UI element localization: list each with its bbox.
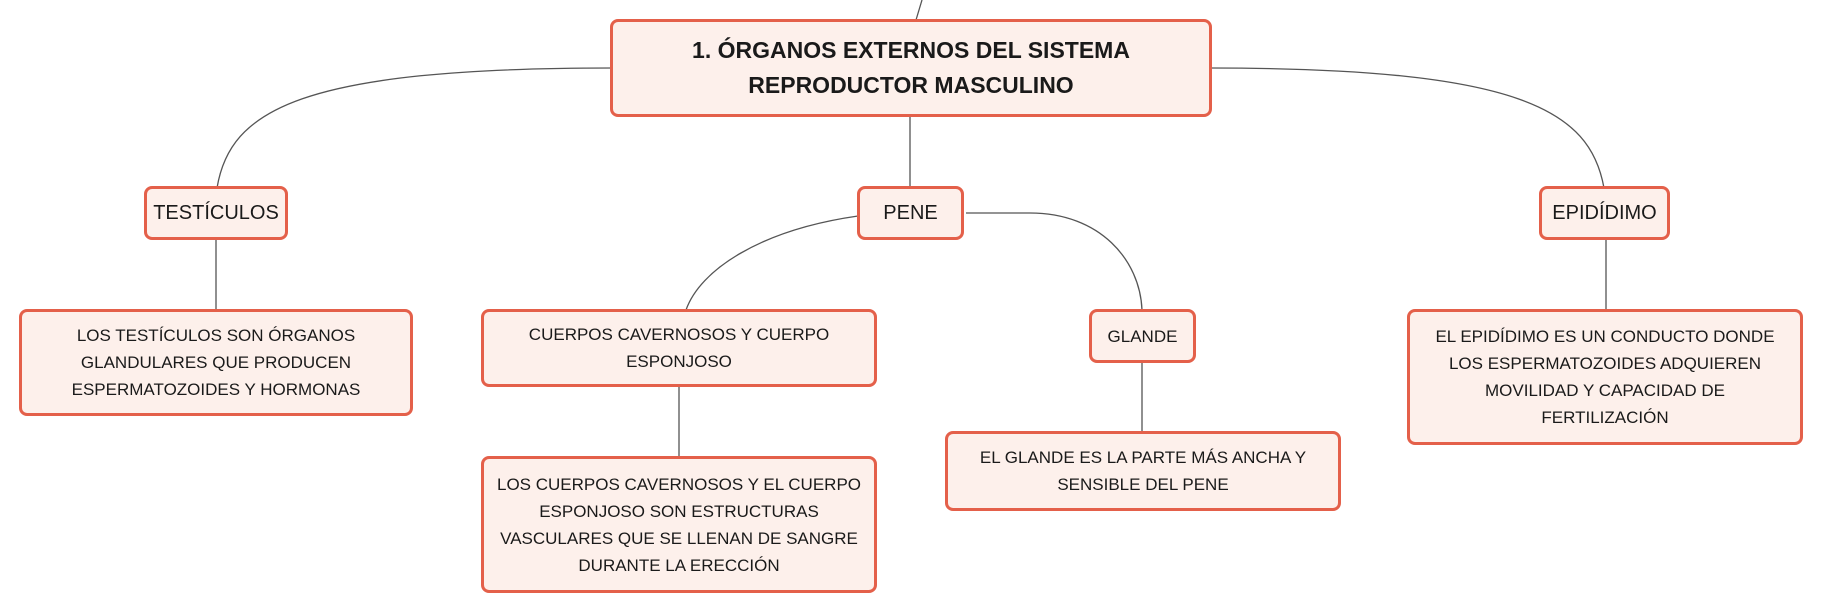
connector-root-testiculos — [216, 67, 613, 189]
connector-root-epididimo — [1209, 67, 1605, 189]
epididimo-label: EPIDÍDIMO — [1552, 201, 1657, 224]
root-node[interactable]: 1. ÓRGANOS EXTERNOS DEL SISTEMA REPRODUC… — [610, 19, 1212, 117]
testiculos-desc-node[interactable]: LOS TESTÍCULOS SON ÓRGANOS GLANDULARES Q… — [19, 309, 413, 416]
glande-desc-node[interactable]: EL GLANDE ES LA PARTE MÁS ANCHA Y SENSIB… — [945, 431, 1341, 511]
connector-pene-glande — [966, 212, 1143, 311]
cuerpos-label: CUERPOS CAVERNOSOS Y CUERPO ESPONJOSO — [528, 325, 830, 371]
testiculos-desc: LOS TESTÍCULOS SON ÓRGANOS GLANDULARES Q… — [71, 326, 361, 399]
root-title: 1. ÓRGANOS EXTERNOS DEL SISTEMA REPRODUC… — [692, 37, 1130, 98]
glande-node[interactable]: GLANDE — [1089, 309, 1196, 363]
glande-label: GLANDE — [1107, 326, 1178, 346]
cuerpos-desc-node[interactable]: LOS CUERPOS CAVERNOSOS Y EL CUERPO ESPON… — [481, 456, 877, 593]
pene-node[interactable]: PENE — [857, 186, 964, 240]
testiculos-node[interactable]: TESTÍCULOS — [144, 186, 288, 240]
pene-label: PENE — [883, 201, 938, 224]
cuerpos-desc: LOS CUERPOS CAVERNOSOS Y EL CUERPO ESPON… — [496, 474, 862, 575]
testiculos-label: TESTÍCULOS — [153, 201, 279, 224]
epididimo-node[interactable]: EPIDÍDIMO — [1539, 186, 1670, 240]
epididimo-desc: EL EPIDÍDIMO ES UN CONDUCTO DONDE LOS ES… — [1435, 327, 1775, 427]
cuerpos-node[interactable]: CUERPOS CAVERNOSOS Y CUERPO ESPONJOSO — [481, 309, 877, 387]
epididimo-desc-node[interactable]: EL EPIDÍDIMO ES UN CONDUCTO DONDE LOS ES… — [1407, 309, 1803, 445]
connector-parent-root — [915, 0, 923, 21]
glande-desc: EL GLANDE ES LA PARTE MÁS ANCHA Y SENSIB… — [979, 448, 1307, 494]
connector-pene-cuerpos — [685, 215, 859, 311]
